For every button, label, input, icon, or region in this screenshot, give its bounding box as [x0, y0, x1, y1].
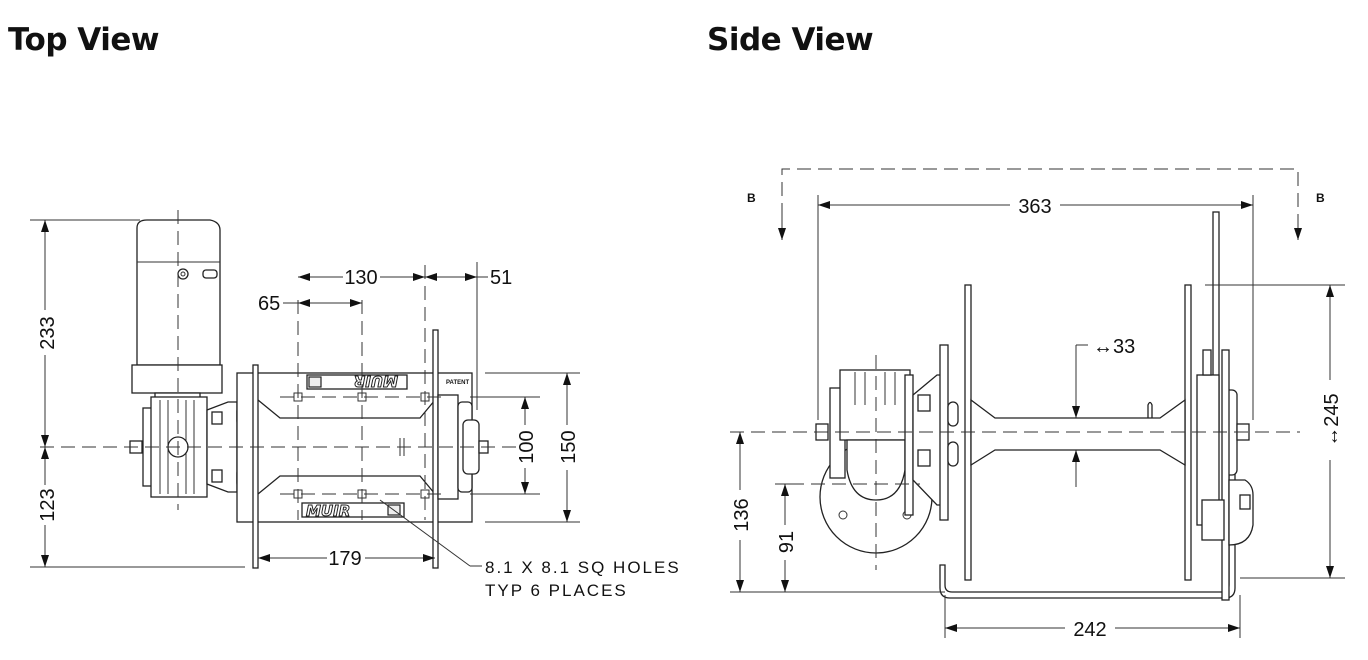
holes-note: 8.1 X 8.1 SQ HOLES TYP 6 PLACES	[379, 499, 681, 600]
svg-text:100: 100	[516, 430, 538, 463]
top-view-title: Top View	[8, 22, 160, 58]
dimension-242: 242	[944, 595, 1241, 641]
dimension-33: ↔33	[1072, 336, 1135, 487]
patent-text: PATENT	[446, 380, 469, 386]
svg-text:179: 179	[328, 548, 361, 570]
svg-text:TYP 6 PLACES: TYP 6 PLACES	[485, 581, 628, 600]
top-view-drawing: PATENT MUIR MUIR 233	[30, 210, 681, 600]
dimension-51: 51	[425, 262, 512, 410]
dimension-150: 150	[485, 372, 580, 523]
side-gearbox	[815, 344, 959, 554]
dimension-91: 91	[775, 483, 800, 592]
svg-text:51: 51	[490, 267, 512, 289]
svg-text:123: 123	[37, 488, 59, 521]
dimension-233: 233	[30, 219, 245, 568]
dimension-100: 100	[470, 396, 540, 495]
muir-logo-top: MUIR	[306, 372, 408, 391]
svg-text:150: 150	[558, 430, 580, 463]
dimension-179: 179	[258, 548, 435, 570]
side-plate-right	[1184, 284, 1192, 581]
svg-text:130: 130	[344, 267, 377, 289]
svg-text:B: B	[747, 191, 756, 205]
svg-text:363: 363	[1018, 196, 1051, 218]
brake-assembly	[1196, 349, 1254, 601]
svg-text:B: B	[1316, 191, 1325, 205]
side-view-drawing: B B	[730, 168, 1345, 641]
section-line-b: B B	[747, 168, 1325, 240]
svg-text:91: 91	[776, 531, 798, 553]
svg-text:136: 136	[731, 498, 753, 531]
svg-text:233: 233	[37, 316, 59, 349]
dimension-123: 123	[37, 447, 59, 567]
dimension-363: 363	[817, 195, 1254, 420]
svg-text:65: 65	[258, 293, 280, 315]
dimension-130: 130	[298, 267, 425, 289]
svg-text:242: 242	[1073, 619, 1106, 641]
muir-logo-bottom: MUIR	[301, 502, 405, 521]
svg-text:MUIR: MUIR	[354, 372, 398, 390]
dimension-136: 136	[730, 432, 945, 593]
dimension-65: 65	[258, 293, 362, 315]
motor	[131, 219, 223, 400]
svg-text:↔33: ↔33	[1093, 336, 1135, 358]
svg-text:↔245: ↔245	[1321, 393, 1343, 446]
dimension-245: ↔245	[1205, 284, 1345, 579]
svg-text:MUIR: MUIR	[306, 502, 350, 520]
side-view-title: Side View	[707, 22, 874, 58]
svg-text:8.1 X 8.1 SQ HOLES: 8.1 X 8.1 SQ HOLES	[485, 558, 681, 577]
